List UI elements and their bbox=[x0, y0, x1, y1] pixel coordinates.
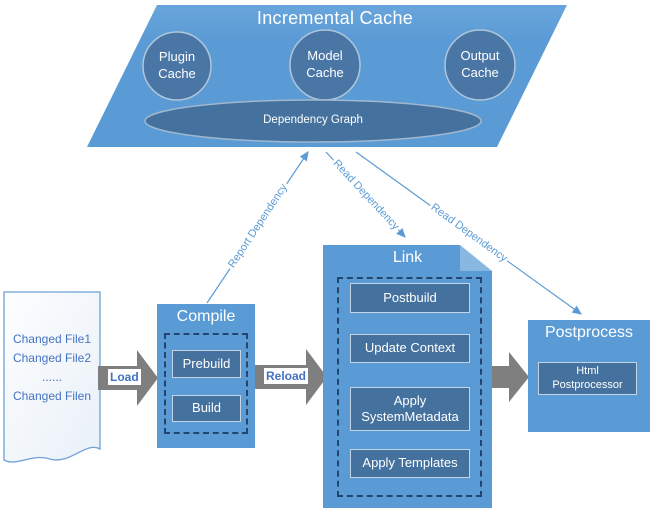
model-cache-label: Model Cache bbox=[306, 48, 344, 80]
incremental-cache-title: Incremental Cache bbox=[256, 8, 414, 28]
reload-arrow-label: Reload bbox=[264, 368, 309, 384]
postprocess-title: Postprocess bbox=[544, 324, 634, 341]
postbuild-step: Postbuild bbox=[350, 283, 470, 313]
plugin-cache-label: Plugin Cache bbox=[158, 49, 196, 81]
changed-files-document-shape bbox=[3, 291, 101, 463]
output-cache-label: Output Cache bbox=[460, 48, 500, 80]
apply-systemmetadata-step: Apply SystemMetadata bbox=[350, 387, 470, 431]
changed-file-line: Changed File2 bbox=[12, 351, 92, 365]
changed-file-line: ...... bbox=[41, 370, 62, 384]
build-step: Build bbox=[172, 395, 241, 422]
compile-dashed-frame bbox=[164, 333, 248, 434]
html-postprocessor-step: Html Postprocessor bbox=[538, 362, 637, 395]
prebuild-step: Prebuild bbox=[172, 350, 241, 378]
load-arrow-label: Load bbox=[108, 369, 141, 385]
dependency-graph-label: Dependency Graph bbox=[263, 114, 363, 126]
link-title: Link bbox=[392, 249, 423, 266]
link-dashed-frame bbox=[337, 277, 482, 497]
changed-file-line: Changed Filen bbox=[12, 389, 92, 403]
postprocess-box: Postprocess Html Postprocessor bbox=[528, 320, 650, 432]
compile-box: Compile Prebuild Build bbox=[157, 304, 255, 448]
compile-title: Compile bbox=[176, 308, 236, 325]
plugin-cache-circle bbox=[142, 31, 212, 101]
link-to-postprocess-arrow bbox=[492, 352, 529, 402]
apply-templates-step: Apply Templates bbox=[350, 449, 470, 478]
output-cache-circle bbox=[444, 29, 516, 101]
changed-file-line: Changed File1 bbox=[12, 332, 92, 346]
link-folded-corner bbox=[460, 245, 492, 271]
dependency-graph-ellipse bbox=[144, 99, 482, 143]
link-box: Link Postbuild Update Context Apply Syst… bbox=[323, 245, 492, 508]
changed-files-text: Changed File1 Changed File2 ...... Chang… bbox=[6, 330, 98, 406]
update-context-step: Update Context bbox=[350, 334, 470, 363]
